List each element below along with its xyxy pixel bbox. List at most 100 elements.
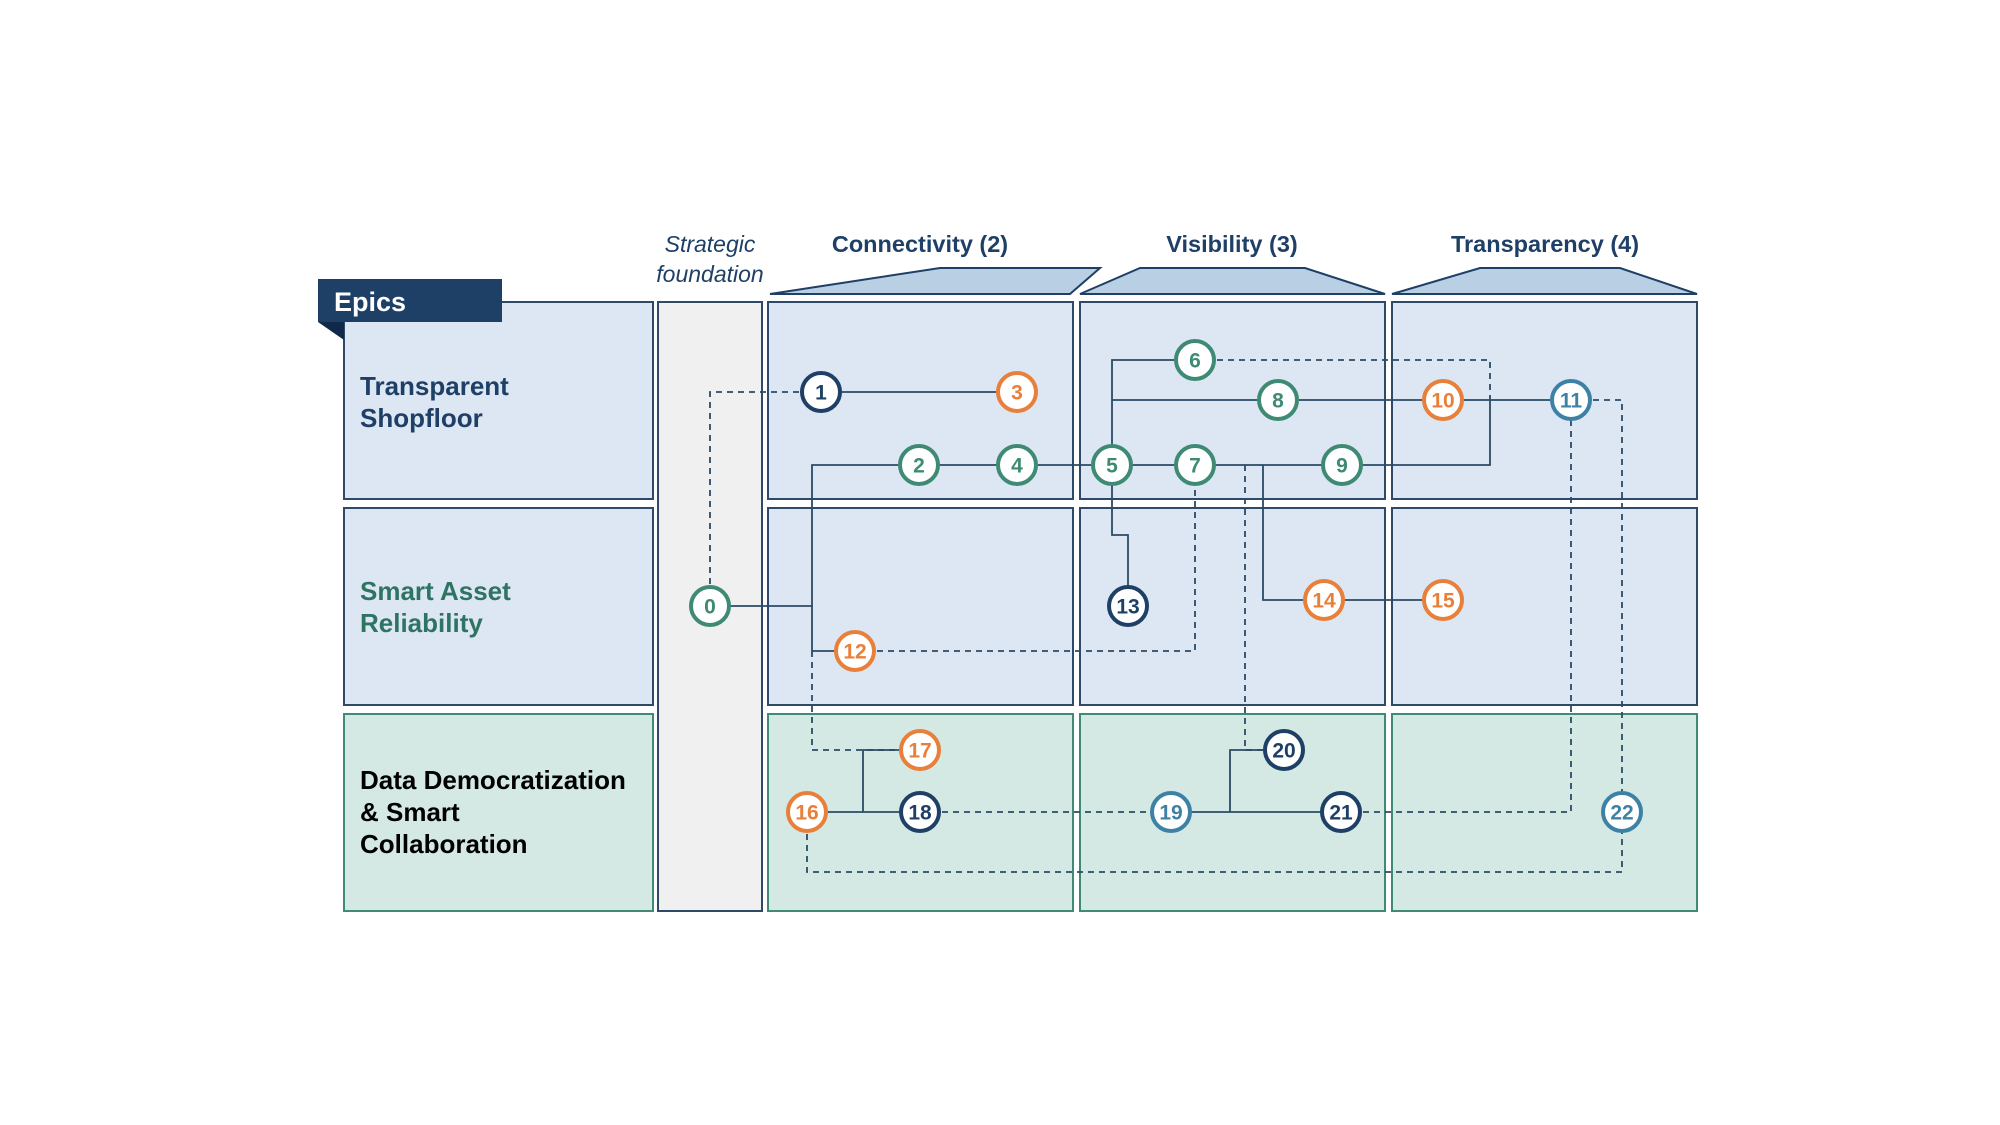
node-label: 20	[1272, 740, 1295, 763]
connectivity-arrow	[769, 267, 1103, 295]
transparency-arrow	[1391, 267, 1698, 295]
epics-tab-body	[318, 279, 502, 322]
column-header-arrows	[769, 267, 1698, 295]
node-circle	[834, 630, 876, 672]
node-label: 10	[1431, 390, 1454, 413]
node-circle	[1303, 579, 1345, 621]
row1-line0: Smart Asset	[360, 576, 511, 606]
node-16: 16	[786, 791, 828, 833]
node-8: 8	[1257, 379, 1299, 421]
strategic-foundation-line2: foundation	[656, 261, 763, 287]
dash-6-11	[1195, 359, 1491, 400]
row2-line2: Collaboration	[360, 829, 528, 859]
node-3: 3	[996, 371, 1038, 413]
node-circle	[1150, 791, 1192, 833]
node-17: 17	[899, 729, 941, 771]
node-label: 18	[908, 802, 932, 825]
row-label-smart-asset-reliability: Smart Asset Reliability	[360, 576, 518, 638]
node-circle	[1174, 339, 1216, 381]
node-circle	[996, 371, 1038, 413]
link-6-5	[1111, 359, 1195, 465]
node-label: 3	[1011, 382, 1023, 405]
row-box-smart-asset-reliability	[343, 507, 654, 706]
node-circle	[786, 791, 828, 833]
row-labels: Transparent Shopfloor Smart Asset Reliab…	[360, 371, 633, 859]
row-label-boxes	[343, 301, 654, 912]
column-header-visibility: Visibility (3)	[1166, 231, 1297, 257]
node-label: 19	[1159, 802, 1182, 825]
node-label: 5	[1106, 455, 1118, 478]
node-7: 7	[1174, 444, 1216, 486]
node-1: 1	[800, 371, 842, 413]
node-label: 16	[795, 802, 818, 825]
node-11: 11	[1550, 379, 1592, 421]
node-15: 15	[1422, 579, 1464, 621]
dash-17-left	[811, 651, 920, 751]
node-circle	[1601, 791, 1643, 833]
link-0-12-2	[711, 464, 919, 607]
node-circle	[1174, 444, 1216, 486]
strategic-foundation-line1: Strategic	[665, 231, 756, 257]
row2-line1: & Smart	[360, 797, 460, 827]
node-circle	[1320, 791, 1362, 833]
row0-line0: Transparent	[360, 371, 509, 401]
node-label: 17	[908, 740, 931, 763]
node-4: 4	[996, 444, 1038, 486]
node-circle	[1321, 444, 1363, 486]
link-5-13	[1111, 465, 1129, 606]
node-label: 11	[1560, 390, 1583, 413]
node-label: 0	[704, 596, 716, 619]
row0-line1: Shopfloor	[360, 403, 483, 433]
node-label: 22	[1610, 802, 1633, 825]
node-21: 21	[1320, 791, 1362, 833]
epics-label: Epics	[334, 287, 406, 317]
node-label: 15	[1431, 590, 1455, 613]
node-circle	[1422, 379, 1464, 421]
node-label: 1	[815, 382, 827, 405]
node-circle	[1257, 379, 1299, 421]
link-9-right	[1342, 400, 1491, 466]
node-circle	[899, 791, 941, 833]
row-label-transparent-shopfloor: Transparent Shopfloor	[360, 371, 516, 433]
node-circle	[996, 444, 1038, 486]
row2-line0: Data Democratization	[360, 765, 626, 795]
row-box-data-democratization	[343, 713, 654, 912]
node-22: 22	[1601, 791, 1643, 833]
row-label-data-democratization: Data Democratization & Smart Collaborati…	[360, 765, 633, 859]
row1-line1: Reliability	[360, 608, 483, 638]
node-label: 8	[1272, 390, 1284, 413]
dash-0-1	[709, 391, 821, 606]
node-2: 2	[898, 444, 940, 486]
node-label: 21	[1329, 802, 1353, 825]
node-circle	[800, 371, 842, 413]
cell-connectivity-asset	[767, 507, 1074, 706]
visibility-arrow	[1079, 267, 1386, 295]
node-label: 4	[1011, 455, 1023, 478]
node-13: 13	[1107, 585, 1149, 627]
node-5: 5	[1091, 444, 1133, 486]
node-19: 19	[1150, 791, 1192, 833]
node-label: 6	[1189, 350, 1201, 373]
node-circle	[899, 729, 941, 771]
node-18: 18	[899, 791, 941, 833]
node-label: 12	[843, 641, 866, 664]
node-0: 0	[689, 585, 731, 627]
node-label: 2	[913, 455, 925, 478]
node-circle	[1263, 729, 1305, 771]
node-14: 14	[1303, 579, 1345, 621]
node-circle	[1107, 585, 1149, 627]
row-box-transparent-shopfloor	[343, 301, 654, 500]
node-20: 20	[1263, 729, 1305, 771]
node-12: 12	[834, 630, 876, 672]
dash-16-22	[806, 812, 1623, 873]
node-6: 6	[1174, 339, 1216, 381]
dash-12-7	[855, 465, 1196, 652]
node-circle	[1550, 379, 1592, 421]
node-label: 7	[1189, 455, 1201, 478]
epics-tab-fold	[318, 322, 344, 340]
column-header-connectivity: Connectivity (2)	[832, 231, 1008, 257]
node-9: 9	[1321, 444, 1363, 486]
node-label: 13	[1116, 596, 1139, 619]
